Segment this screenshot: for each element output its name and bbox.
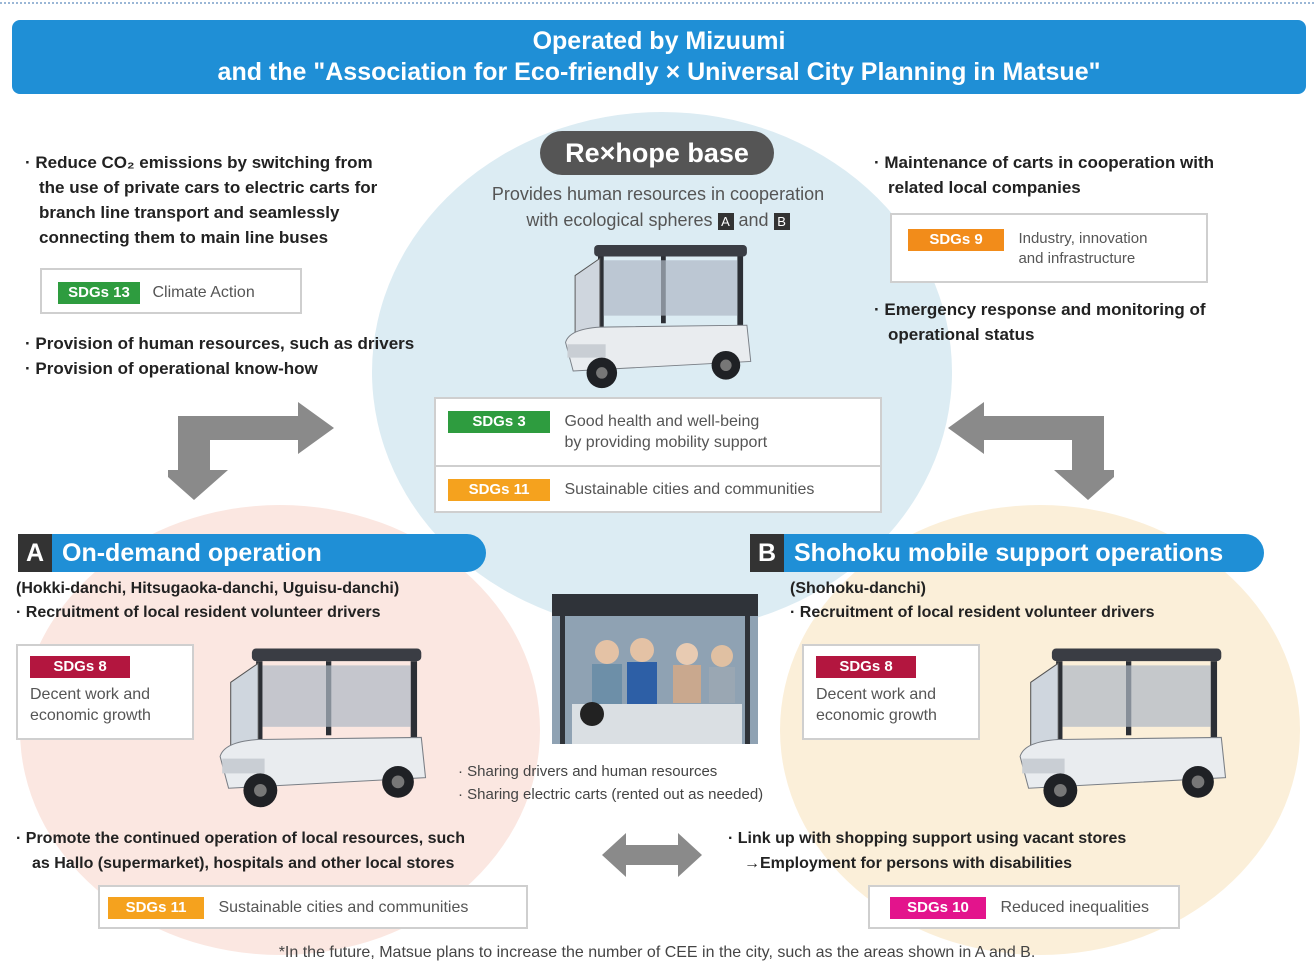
section-a-sdg11-label: Sustainable cities and communities [218, 899, 469, 916]
section-a-header: A On-demand operation [18, 534, 486, 572]
sdg3-tag: SDGs 3 [448, 411, 550, 433]
arrow-right-down-icon [948, 402, 1114, 500]
base-desc-line-2: with ecological spheres A and B [440, 207, 876, 233]
sdg13-box: SDGs 13 Climate Action [40, 268, 302, 314]
riders-photo [552, 594, 758, 744]
section-b-sdg8-label-2: economic growth [816, 707, 937, 724]
section-b-areas: (Shohoku-danchi) [790, 580, 926, 597]
section-b-title: Shohoku mobile support operations [794, 539, 1224, 567]
sdg11-tag: SDGs 11 [448, 479, 550, 501]
bullet-line: the use of private cars to electric cart… [39, 178, 378, 197]
sdg13-label: Climate Action [152, 284, 255, 301]
section-b-sdg10-box: SDGs 10 Reduced inequalities [868, 885, 1180, 929]
header-line-2: and the "Association for Eco-friendly × … [217, 58, 1101, 86]
base-desc-and: and [738, 210, 769, 230]
right-top-bullet-2: · Emergency response and monitoring of o… [874, 297, 1294, 347]
section-b-sdg10-label: Reduced inequalities [1000, 899, 1149, 916]
bullet-line: branch line transport and seamlessly [39, 203, 340, 222]
arrow-left-down-icon [168, 402, 334, 500]
sharing-notes: · Sharing drivers and human resources · … [458, 760, 763, 806]
sdg9-label-1: Industry, innovation [1018, 230, 1148, 247]
section-b-letter: B [750, 534, 784, 572]
sphere-a-icon: A [717, 213, 734, 230]
section-b-bullet-1: · Recruitment of local resident voluntee… [790, 604, 1155, 621]
left-top-bullet-1: · Reduce CO₂ emissions by switching from… [25, 150, 445, 250]
section-a-sdg11-box: SDGs 11 Sustainable cities and communiti… [98, 885, 528, 929]
base-sdg-table: SDGs 3 Good health and well-being by pro… [434, 397, 882, 513]
base-badge: Re×hope base [540, 131, 774, 175]
header-line-1: Operated by Mizuumi [532, 27, 786, 55]
section-a-sdg8-tag: SDGs 8 [30, 656, 130, 678]
section-a-title: On-demand operation [62, 539, 322, 567]
riders-photo-illustration [552, 594, 758, 744]
base-desc-text: with ecological spheres [526, 210, 713, 230]
sdg11-row: SDGs 11 Sustainable cities and communiti… [448, 479, 814, 501]
bullet-line: as Hallo (supermarket), hospitals and ot… [32, 855, 455, 872]
section-a-areas: (Hokki-danchi, Hitsugaoka-danchi, Uguisu… [16, 580, 400, 597]
double-arrow-icon [602, 833, 702, 877]
section-a-sdg8-box: SDGs 8 Decent work and economic growth [16, 644, 194, 740]
left-top-bullet-2: · Provision of human resources, such as … [25, 334, 415, 353]
sdg13-tag: SDGs 13 [58, 282, 140, 304]
bullet-line: · Maintenance of carts in cooperation wi… [874, 153, 1215, 172]
bullet-line: · Link up with shopping support using va… [728, 830, 1127, 847]
sdg3-label-1: Good health and well-being [564, 413, 760, 430]
section-b-header: B Shohoku mobile support operations [750, 534, 1264, 572]
section-b-bullet-2: · Link up with shopping support using va… [728, 826, 1126, 876]
sdg9-box: SDGs 9 Industry, innovation and infrastr… [890, 213, 1208, 283]
bullet-line: · Promote the continued operation of loc… [16, 830, 465, 847]
bullet-line: related local companies [888, 178, 1081, 197]
sdg9-label-2: and infrastructure [1018, 250, 1136, 267]
section-b-sdg10-tag: SDGs 10 [890, 897, 986, 919]
operator-header: Operated by Mizuumi and the "Association… [12, 20, 1306, 94]
sdg9-tag: SDGs 9 [908, 229, 1004, 251]
section-a-letter: A [18, 534, 52, 572]
electric-cart-image-a [219, 648, 427, 808]
section-a-sdg8-label-1: Decent work and [30, 686, 151, 703]
electric-cart-image-center [565, 245, 752, 389]
base-desc-line-1: Provides human resources in cooperation [491, 184, 825, 204]
top-dotted-border [0, 2, 1314, 4]
sdg3-row: SDGs 3 Good health and well-being by pro… [448, 411, 767, 453]
bullet-line: connecting them to main line buses [39, 228, 329, 247]
footnote: *In the future, Matsue plans to increase… [278, 944, 1036, 961]
sdg11-label: Sustainable cities and communities [564, 481, 815, 498]
section-a-sdg11-tag: SDGs 11 [108, 897, 204, 919]
bullet-line: →Employment for persons with disabilitie… [744, 855, 1073, 872]
sdg3-label-2: by providing mobility support [564, 434, 768, 451]
right-top-bullet-1: · Maintenance of carts in cooperation wi… [874, 150, 1294, 200]
sharing-line-1: · Sharing drivers and human resources [458, 763, 718, 780]
section-b-sdg8-box: SDGs 8 Decent work and economic growth [802, 644, 980, 740]
bullet-line: operational status [888, 325, 1035, 344]
sphere-b-icon: B [773, 213, 790, 230]
section-b-sdg8-label-1: Decent work and [816, 686, 937, 703]
left-top-bullet-3: · Provision of operational know-how [25, 359, 318, 378]
section-b-sdg8-tag: SDGs 8 [816, 656, 916, 678]
section-a-bullet-1: · Recruitment of local resident voluntee… [16, 604, 381, 621]
sharing-line-2: · Sharing electric carts (rented out as … [458, 786, 764, 803]
base-table-divider [436, 465, 880, 467]
sdg9-label: Industry, innovation and infrastructure [1018, 229, 1147, 269]
bullet-line: · Emergency response and monitoring of [874, 300, 1206, 319]
section-a-sdg8-label-2: economic growth [30, 707, 151, 724]
bullet-line: · Reduce CO₂ emissions by switching from [25, 153, 373, 172]
electric-cart-image-b [1019, 648, 1227, 808]
section-a-bullet-2: · Promote the continued operation of loc… [16, 826, 465, 876]
sdg3-label: Good health and well-being by providing … [564, 411, 767, 453]
base-description: Provides human resources in cooperation … [440, 181, 876, 233]
